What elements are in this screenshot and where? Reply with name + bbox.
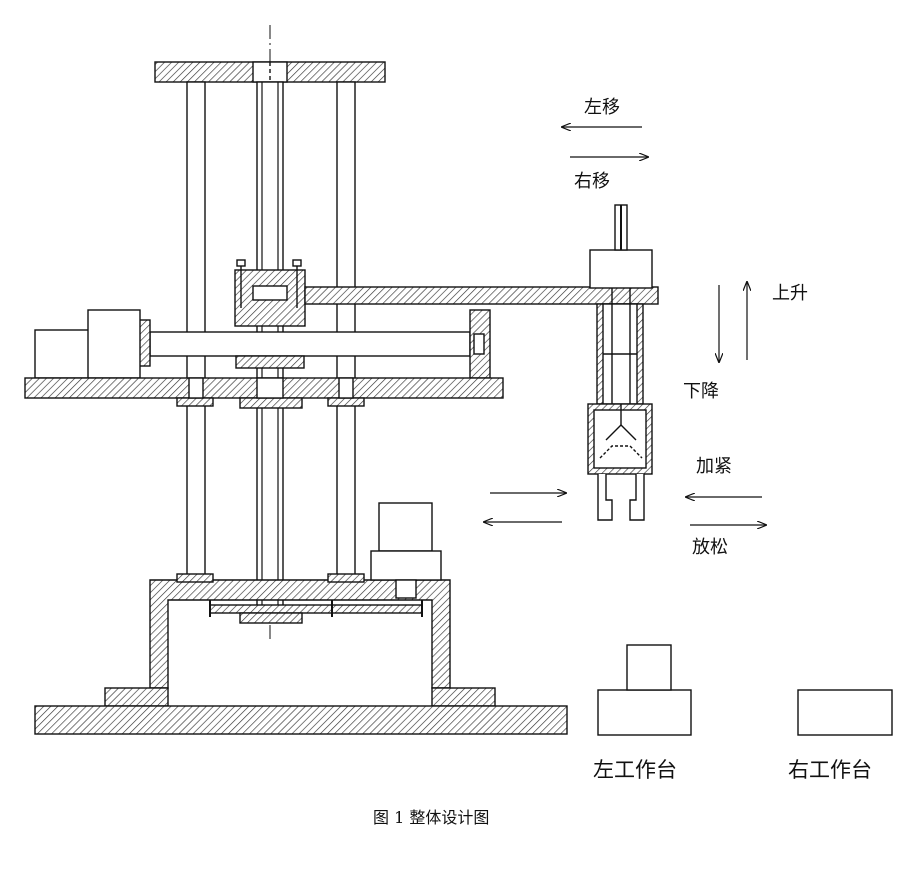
right-work-table: [797, 689, 893, 736]
clamp-label: 加紧: [696, 456, 732, 477]
left-motor-head: [87, 309, 141, 379]
base-plate: [34, 705, 568, 735]
descend-label: 下降: [683, 381, 719, 402]
figure-caption: 图 1 整体设计图: [373, 808, 490, 827]
left-motor-body: [34, 329, 91, 379]
gripper-cap: [589, 249, 653, 289]
release-label: 放松: [692, 537, 728, 558]
right-table-label: 右工作台: [788, 758, 872, 782]
horizontal-arm: [304, 286, 659, 305]
left-foot: [104, 687, 169, 707]
right-finger: [629, 474, 645, 521]
move-left-label: 左移: [584, 97, 620, 118]
horizontal-shaft: [149, 331, 471, 357]
left-table-label: 左工作台: [593, 758, 677, 782]
right-motor-top: [378, 502, 433, 552]
gear-transmission: [209, 604, 423, 614]
move-right-label: 右移: [574, 171, 610, 192]
workpiece: [626, 644, 672, 691]
left-finger: [597, 474, 613, 521]
rise-label: 上升: [772, 283, 808, 304]
left-work-table: [597, 689, 692, 736]
right-motor-body: [370, 550, 442, 581]
right-foot: [431, 687, 496, 707]
